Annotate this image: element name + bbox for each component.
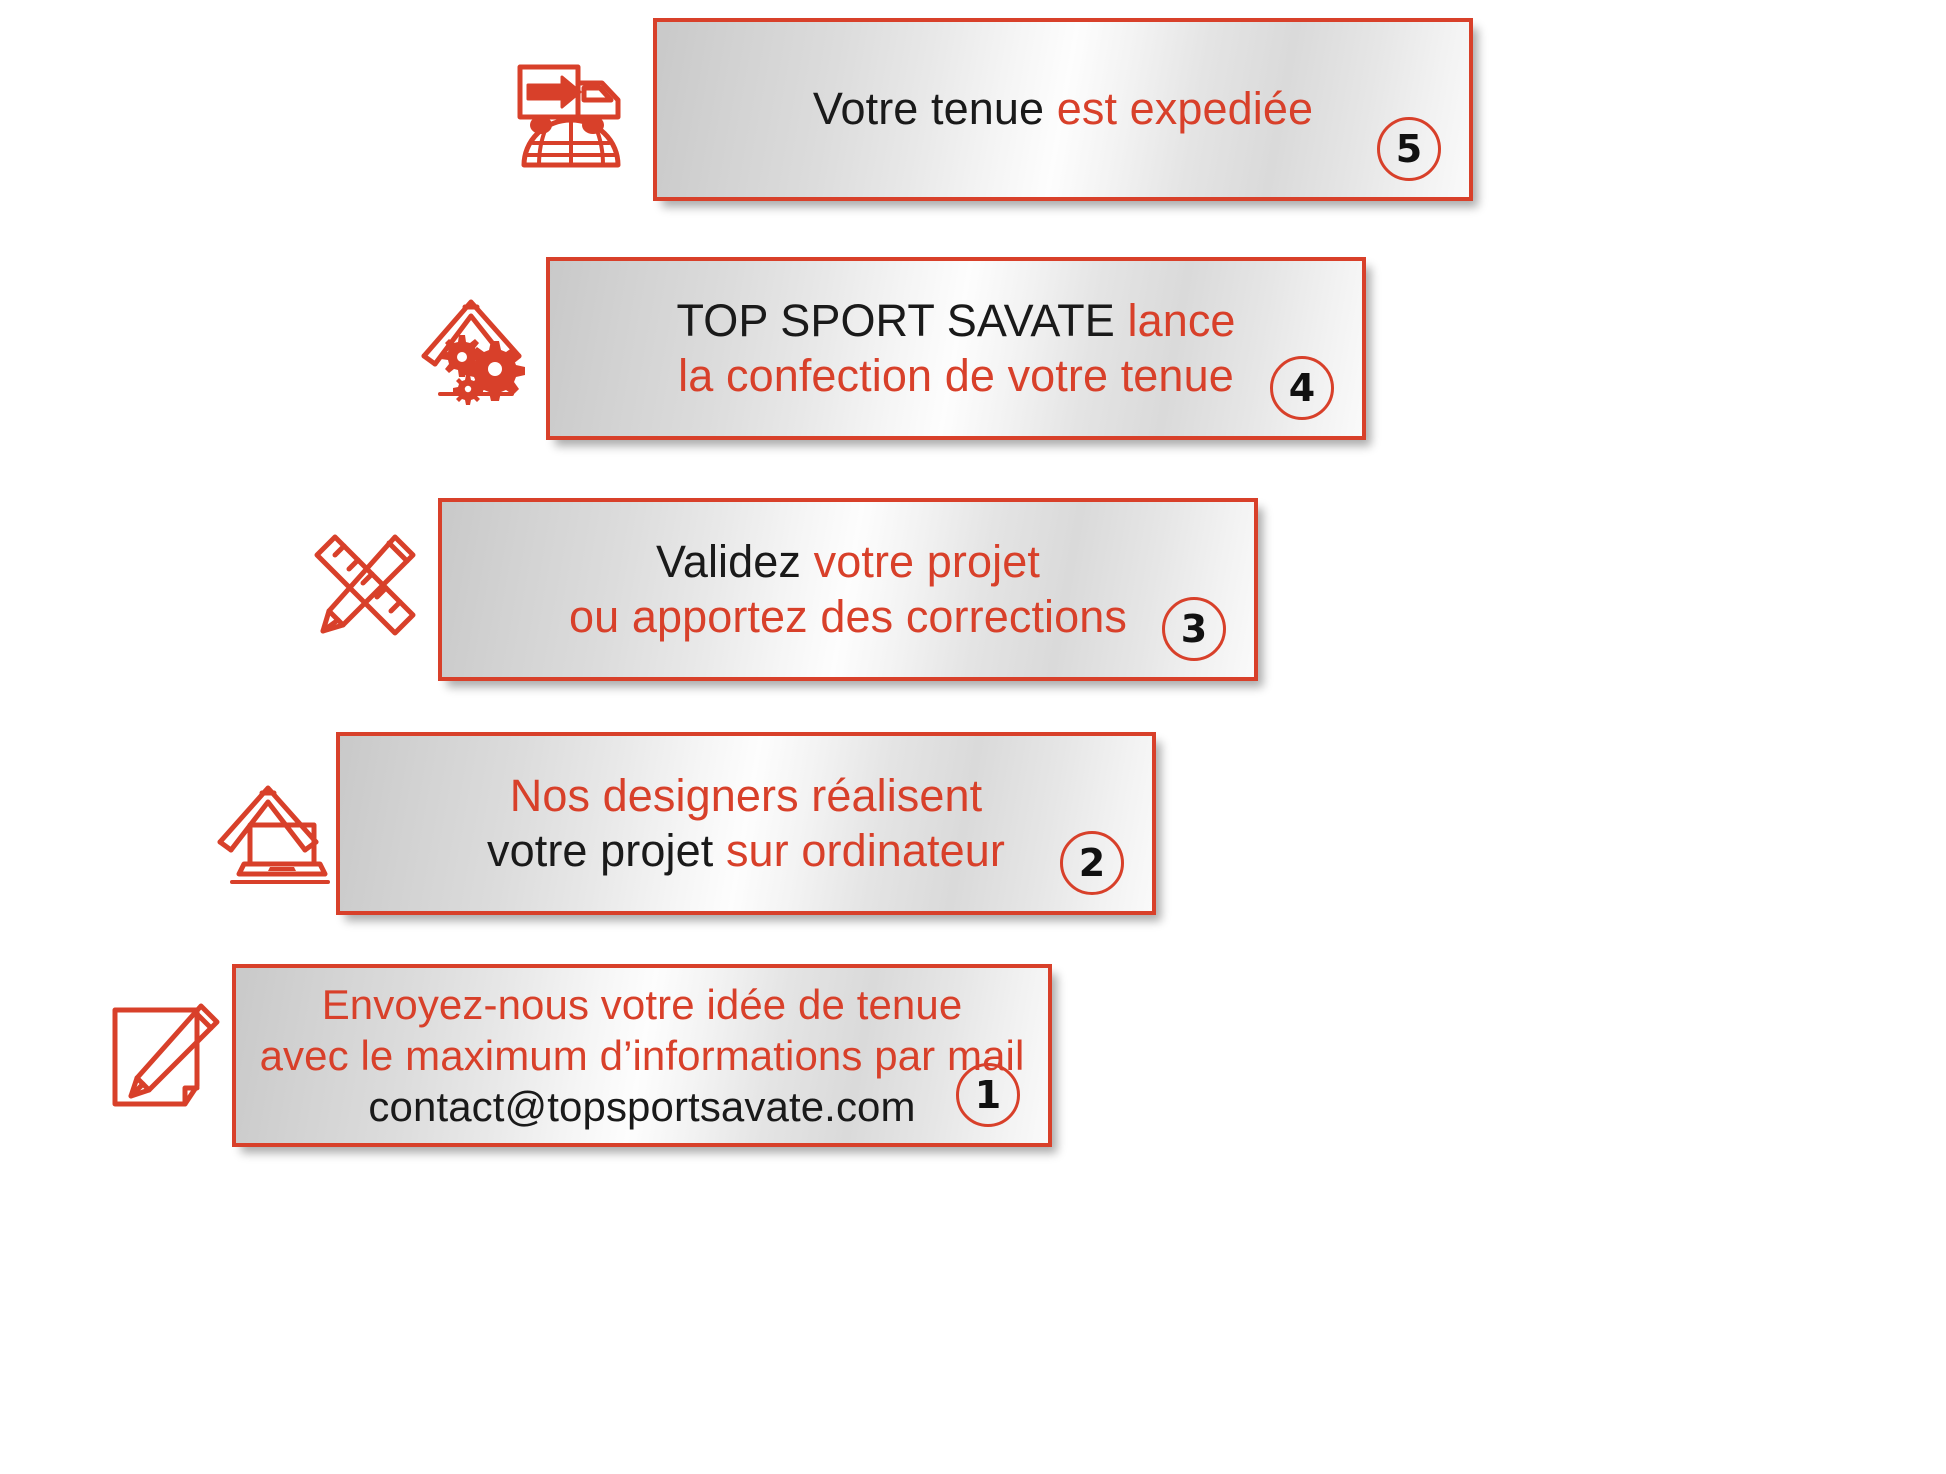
text-segment: ou apportez des corrections	[568, 590, 1127, 642]
text-segment: Envoyez-nous votre idée de tenue	[321, 980, 963, 1028]
text-segment: la confection de votre tenue	[678, 349, 1234, 401]
step-text-5: Votre tenue est expediée	[773, 82, 1353, 137]
text-segment: Validez	[656, 535, 814, 587]
step-text-line: Nos designers réalisent	[487, 769, 1005, 824]
text-segment: avec le maximum d’informations par mail	[259, 1031, 1025, 1079]
text-segment: sur ordinateur	[725, 824, 1005, 876]
step-text-line: contact@topsportsavate.com	[260, 1081, 1025, 1132]
page-pencil-icon	[105, 1000, 220, 1115]
text-segment: Votre tenue	[812, 83, 1057, 135]
roof-laptop-icon	[212, 770, 332, 885]
step-badge-4: 4	[1270, 356, 1334, 420]
step-text-line: Validez votre projet	[569, 535, 1127, 590]
step-text-line: la confection de votre tenue	[676, 349, 1235, 404]
text-segment: lance	[1127, 294, 1236, 346]
step-text-line: ou apportez des corrections	[569, 590, 1127, 645]
step-text-line: avec le maximum d’informations par mail	[260, 1030, 1025, 1081]
text-segment: votre projet	[487, 824, 726, 876]
text-segment: TOP SPORT SAVATE	[676, 294, 1128, 346]
text-segment: est expediée	[1056, 83, 1314, 135]
step-badge-3: 3	[1162, 597, 1226, 661]
step-badge-5: 5	[1377, 117, 1441, 181]
ruler-pencil-icon	[305, 525, 425, 645]
step-text-line: Votre tenue est expediée	[813, 82, 1313, 137]
text-segment: votre projet	[813, 535, 1040, 587]
delivery-truck-globe-icon	[510, 55, 640, 170]
text-segment: Nos designers réalisent	[509, 769, 983, 821]
step-panel-5[interactable]: Votre tenue est expediée 5	[653, 18, 1473, 201]
step-badge-1: 1	[956, 1063, 1020, 1127]
text-segment: contact@topsportsavate.com	[368, 1083, 916, 1131]
step-text-line: TOP SPORT SAVATE lance	[676, 294, 1235, 349]
step-badge-2: 2	[1060, 831, 1124, 895]
step-text-line: votre projet sur ordinateur	[487, 824, 1005, 879]
roof-gears-icon	[418, 280, 533, 405]
step-text-line: Envoyez-nous votre idée de tenue	[260, 979, 1025, 1030]
